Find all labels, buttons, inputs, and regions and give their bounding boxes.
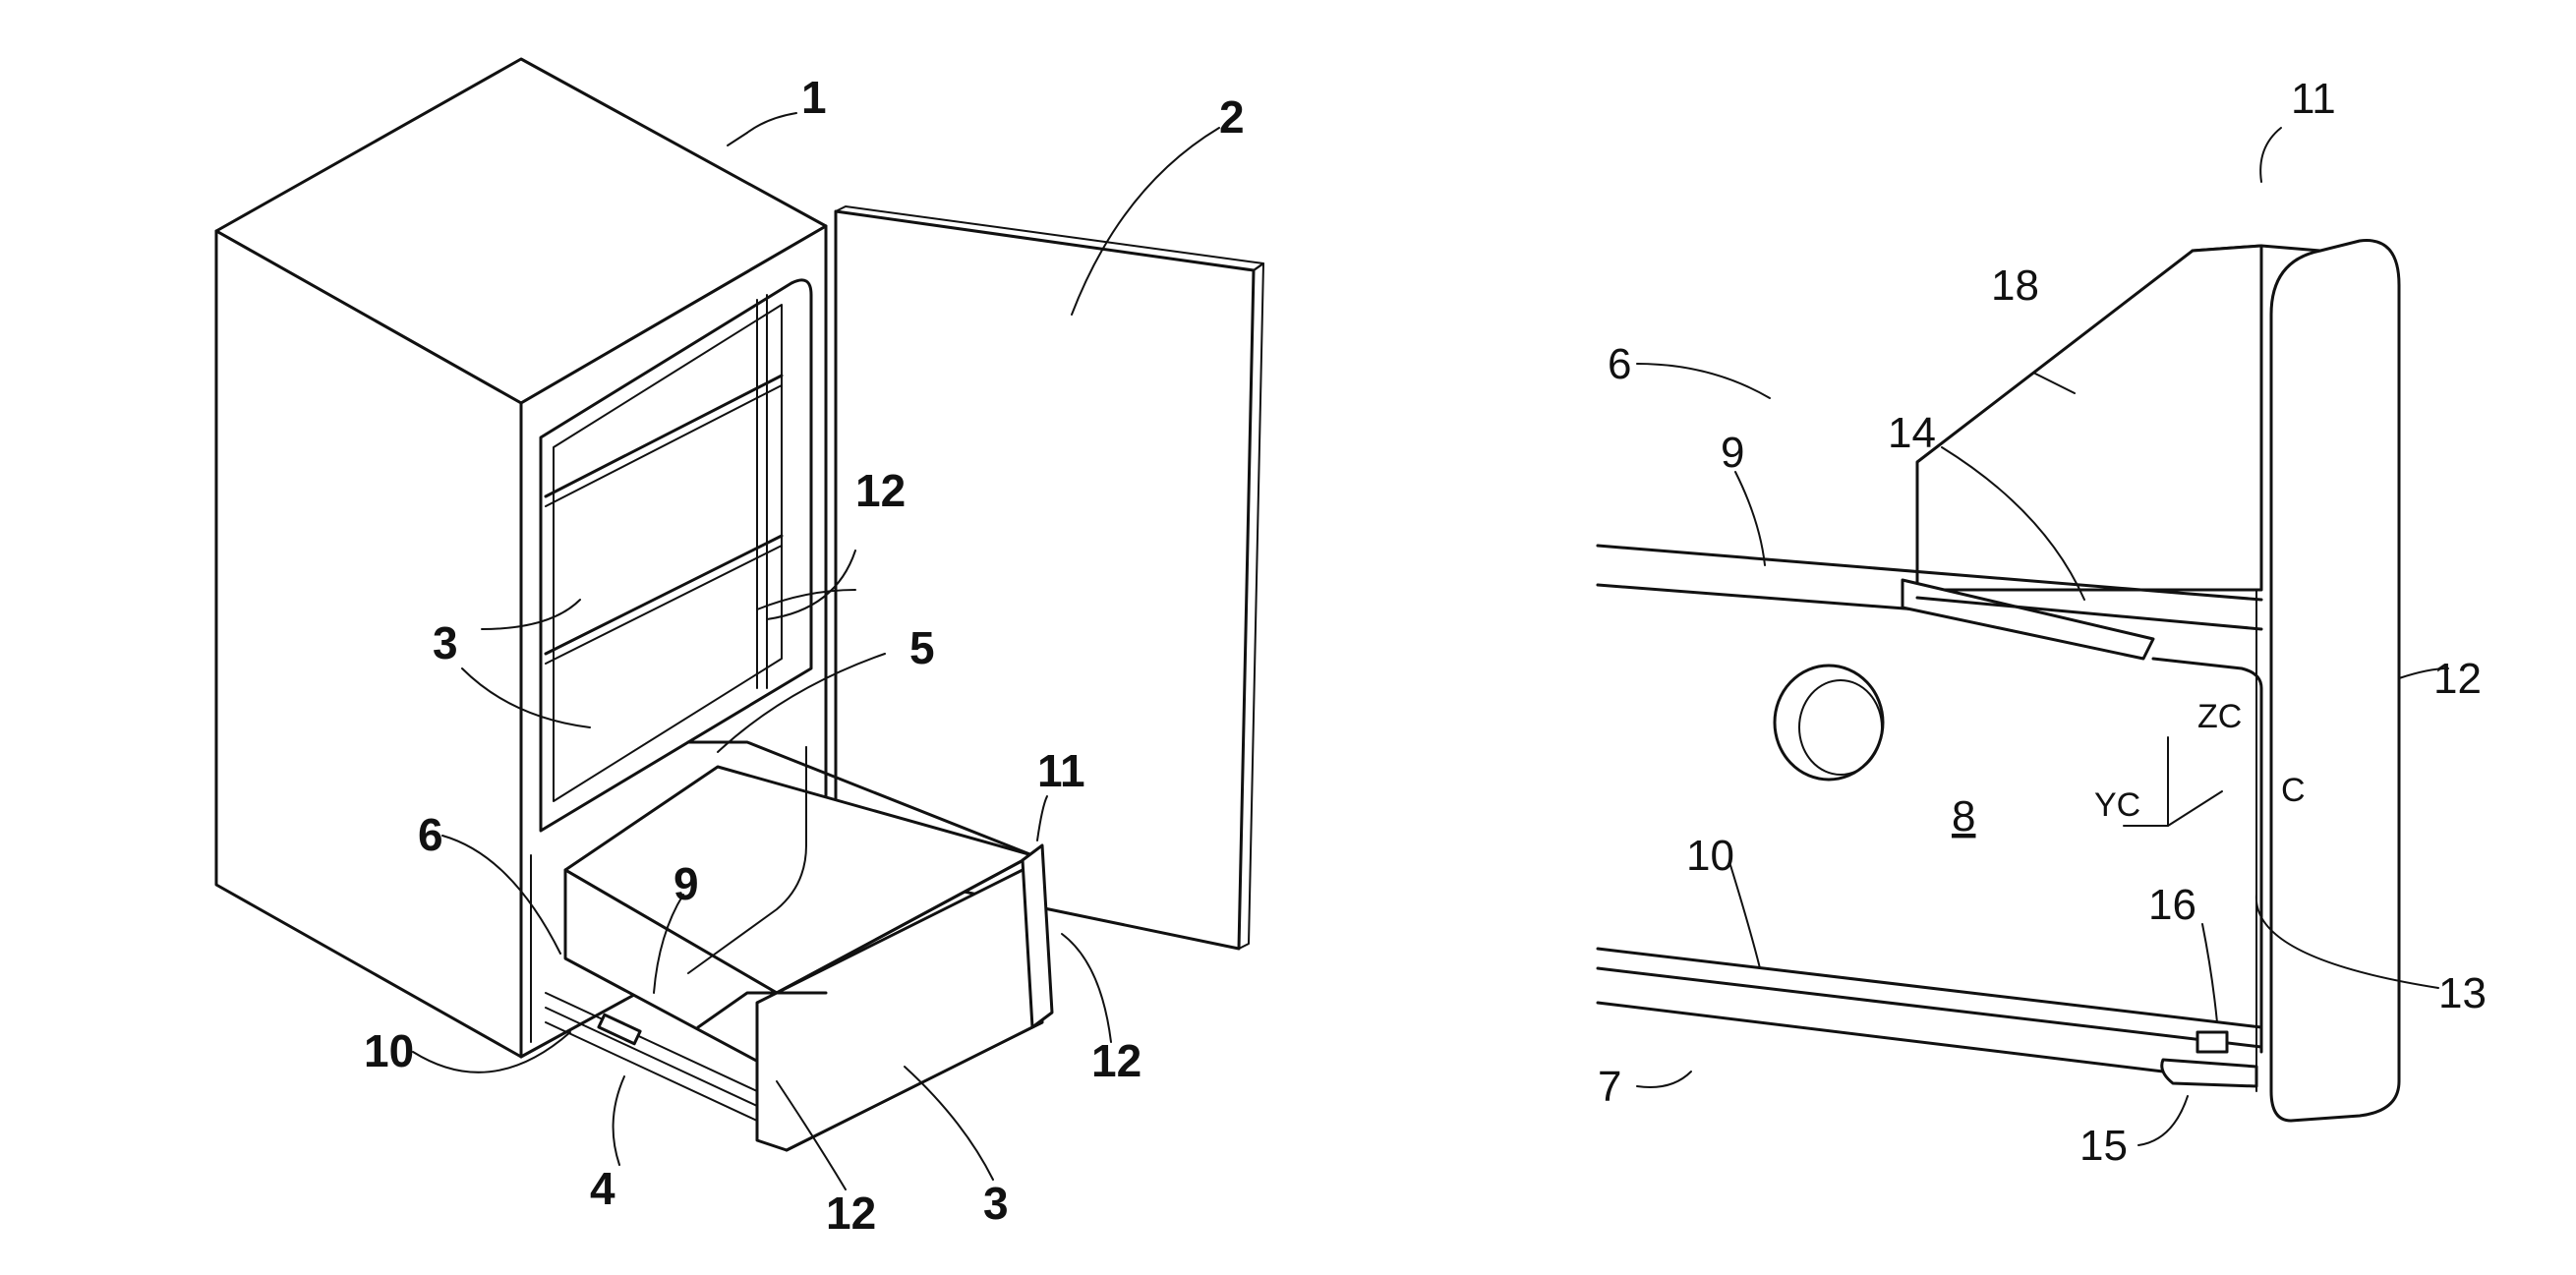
bracket-plate	[1917, 246, 2261, 590]
arrow-1	[728, 133, 747, 145]
panel-12	[2271, 241, 2399, 1121]
label-bracket: 18	[1991, 261, 2039, 310]
slot-15	[2162, 1060, 2256, 1086]
stop-16	[2197, 1032, 2227, 1052]
leader-1	[747, 113, 796, 133]
label-axis-y: YC	[2094, 786, 2140, 824]
figure-left-refrigerator: 1 2 3 12 5 11 6 9 10 4 12 12 3	[216, 59, 1263, 1239]
label-panel-c: 12	[1091, 1035, 1142, 1086]
rail-10	[1598, 949, 2261, 1086]
label-stop: 16	[2148, 881, 2196, 929]
label-rail-upper-r: 9	[1721, 429, 1744, 477]
bracket-18	[1917, 246, 2261, 590]
axis-diag	[2168, 791, 2222, 826]
label-handle: 11	[1037, 745, 1085, 796]
label-rail-upper: 9	[673, 858, 699, 909]
label-wall: 8	[1952, 792, 1975, 840]
label-guide-lower: 7	[1598, 1063, 1621, 1111]
label-compartment-b: 3	[983, 1178, 1009, 1229]
leader-15r	[2138, 1096, 2188, 1145]
leader-12c	[1062, 934, 1111, 1042]
label-upper-slot: 14	[1888, 409, 1936, 457]
leader-11r	[2260, 128, 2281, 182]
leader-16r	[2202, 924, 2217, 1022]
leader-4	[614, 1076, 624, 1165]
label-lower-slot: 15	[2079, 1122, 2128, 1170]
slot-14	[1903, 580, 2153, 659]
label-panel-r: 12	[2433, 655, 2482, 703]
rail-10-bottom	[1598, 1003, 2163, 1072]
label-drawer-lower: 4	[590, 1163, 615, 1214]
rail-10-mid	[1598, 968, 2261, 1047]
label-panel-a: 12	[855, 465, 906, 516]
label-recess: 13	[2438, 969, 2487, 1017]
label-compartment-a: 3	[433, 617, 458, 668]
label-guide-upper: 6	[418, 809, 443, 860]
label-axis-z: ZC	[2197, 698, 2242, 735]
label-axis-c: C	[2281, 772, 2306, 809]
label-door: 2	[1219, 91, 1245, 143]
leader-7r	[1637, 1072, 1691, 1087]
label-panel-d: 12	[826, 1188, 876, 1239]
label-fridge: 1	[801, 72, 827, 123]
label-divider: 5	[909, 622, 935, 673]
leader-6r	[1637, 364, 1770, 398]
leader-10r	[1730, 865, 1760, 968]
leader-9r	[1735, 472, 1765, 565]
rail-9-bottom	[1598, 585, 1917, 609]
label-rail-lower: 10	[364, 1025, 414, 1076]
rail-slider	[599, 1014, 640, 1044]
label-rail-lower-r: 10	[1686, 832, 1734, 880]
figure-right-detail: 11 18 6 9 14 12 ZC C YC 8 10 16 13 7 15	[1598, 75, 2487, 1170]
label-handle-r: 11	[2291, 75, 2336, 123]
label-guide-upper-r: 6	[1608, 340, 1631, 388]
wall-8	[1775, 659, 2261, 1052]
